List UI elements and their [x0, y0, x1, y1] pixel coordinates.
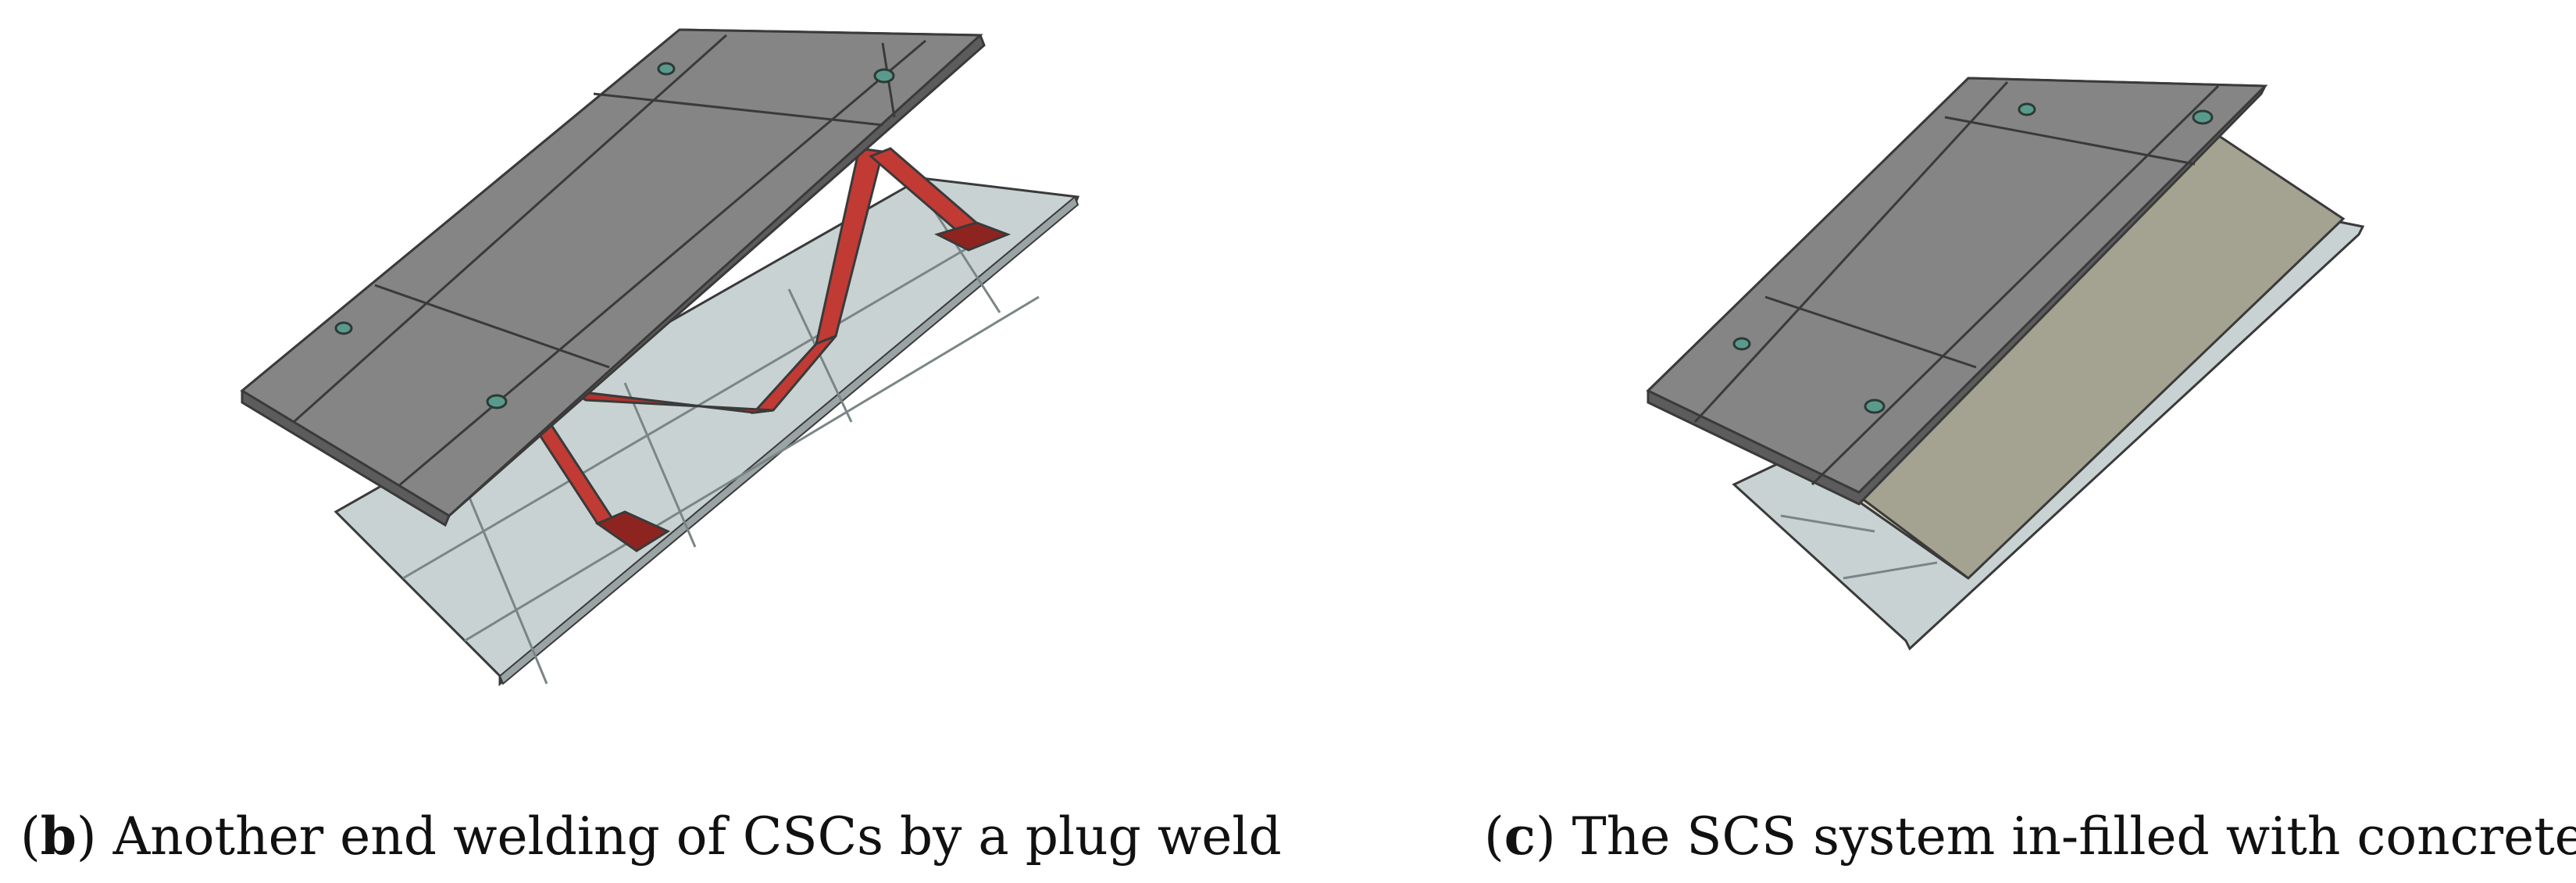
panel-c: (c) The SCS system in-filled with concre…: [1343, 0, 2576, 883]
plug-welds: [334, 62, 895, 409]
caption-b: (b) Another end welding of CSCs by a plu…: [20, 806, 1282, 867]
bottom-steel-plate: [334, 177, 1080, 687]
plug-welds: [1732, 102, 2214, 414]
top-steel-plate: [1646, 77, 2268, 506]
panel-b: (b) Another end welding of CSCs by a plu…: [20, 28, 1282, 867]
top-steel-plate: [240, 28, 986, 527]
figure-c-model: [1646, 77, 2365, 651]
caption-b-letter: b: [40, 806, 77, 867]
caption-c-text: The SCS system in-filled with concrete: [1572, 806, 2576, 867]
caption-c-letter: c: [1504, 806, 1536, 867]
caption-b-text: Another end welding of CSCs by a plug we…: [112, 806, 1282, 867]
caption-c: (c) The SCS system in-filled with concre…: [1484, 805, 2576, 868]
csc-connector: [529, 147, 1011, 552]
figure-b-model: [240, 28, 1080, 687]
